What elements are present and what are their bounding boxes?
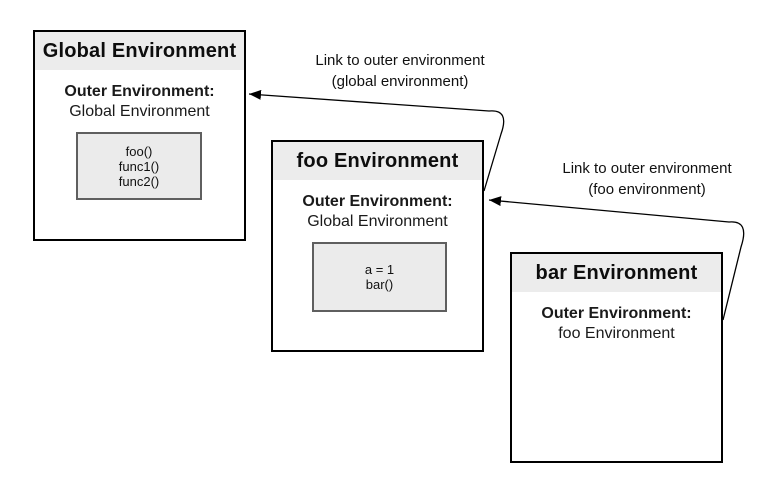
- env-box-foo-title: foo Environment: [273, 142, 482, 180]
- env-box-bar: bar Environment Outer Environment: foo E…: [510, 252, 723, 463]
- record-item: bar(): [365, 277, 394, 292]
- record-item: func1(): [118, 158, 160, 174]
- outer-environment-label: Outer Environment:: [541, 305, 692, 322]
- link-label-global: Link to outer environment (global enviro…: [290, 50, 510, 92]
- env-box-global: Global Environment Outer Environment: Gl…: [33, 30, 246, 241]
- outer-environment-value: foo Environment: [558, 325, 675, 342]
- link-label-global-line1: Link to outer environment: [315, 52, 485, 69]
- outer-environment-value: Global Environment: [69, 103, 210, 120]
- outer-environment-label: Outer Environment:: [64, 83, 215, 100]
- env-record-global: foo() func1() func2(): [76, 132, 202, 200]
- link-label-foo: Link to outer environment (foo environme…: [537, 158, 757, 200]
- env-box-foo: foo Environment Outer Environment: Globa…: [271, 140, 484, 352]
- outer-environment-label: Outer Environment:: [302, 193, 453, 210]
- outer-environment-value: Global Environment: [307, 213, 448, 230]
- env-box-global-outer: Outer Environment: Global Environment: [35, 82, 244, 122]
- env-box-global-title: Global Environment: [35, 32, 244, 70]
- link-label-global-line2: (global environment): [331, 73, 469, 90]
- env-box-bar-title: bar Environment: [512, 254, 721, 292]
- record-item: foo(): [125, 143, 153, 159]
- record-item: a = 1: [364, 262, 395, 277]
- link-label-foo-line1: Link to outer environment: [562, 160, 732, 177]
- link-label-foo-line2: (foo environment): [588, 181, 706, 198]
- env-box-bar-outer: Outer Environment: foo Environment: [512, 304, 721, 344]
- env-record-foo: a = 1 bar(): [312, 242, 447, 312]
- env-box-foo-outer: Outer Environment: Global Environment: [273, 192, 482, 232]
- record-item: func2(): [118, 173, 160, 189]
